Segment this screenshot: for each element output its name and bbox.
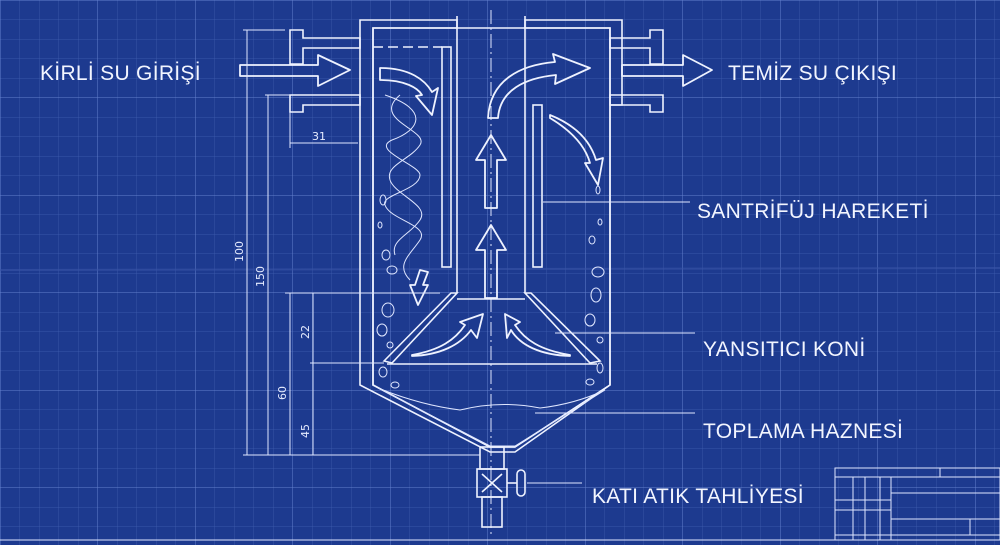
label-solid-waste-drain: KATI ATIK TAHLİYESİ [592,485,804,508]
flow-arrows [239,53,713,357]
dim-45: 45 [299,424,312,438]
label-centrifugal: SANTRİFÜJ HAREKETİ [697,200,929,223]
dim-31: 31 [312,130,326,143]
dim-22: 22 [299,325,312,339]
drain-valve [476,446,526,528]
dim-60: 60 [276,386,289,400]
label-collection-chamber: TOPLAMA HAZNESİ [703,420,904,443]
outlet-flange [609,29,664,113]
dim-100: 100 [233,241,246,262]
left-baffle [441,46,452,268]
title-block [834,467,1000,541]
dim-150: 150 [254,266,267,287]
inlet-arrow [239,54,351,87]
dimension-lines [243,29,480,456]
spiral-flow [384,94,423,281]
leader-lines [527,201,695,484]
label-reflector-cone: YANSITICI KONİ [703,338,866,361]
label-inlet: KİRLİ SU GİRİŞİ [40,62,201,85]
right-baffle [532,104,543,268]
particles [376,185,605,389]
label-outlet: TEMİZ SU ÇIKIŞI [728,62,898,85]
outlet-arrow [621,54,713,87]
sediment [377,387,606,447]
reflector-cone-shape [382,292,602,365]
